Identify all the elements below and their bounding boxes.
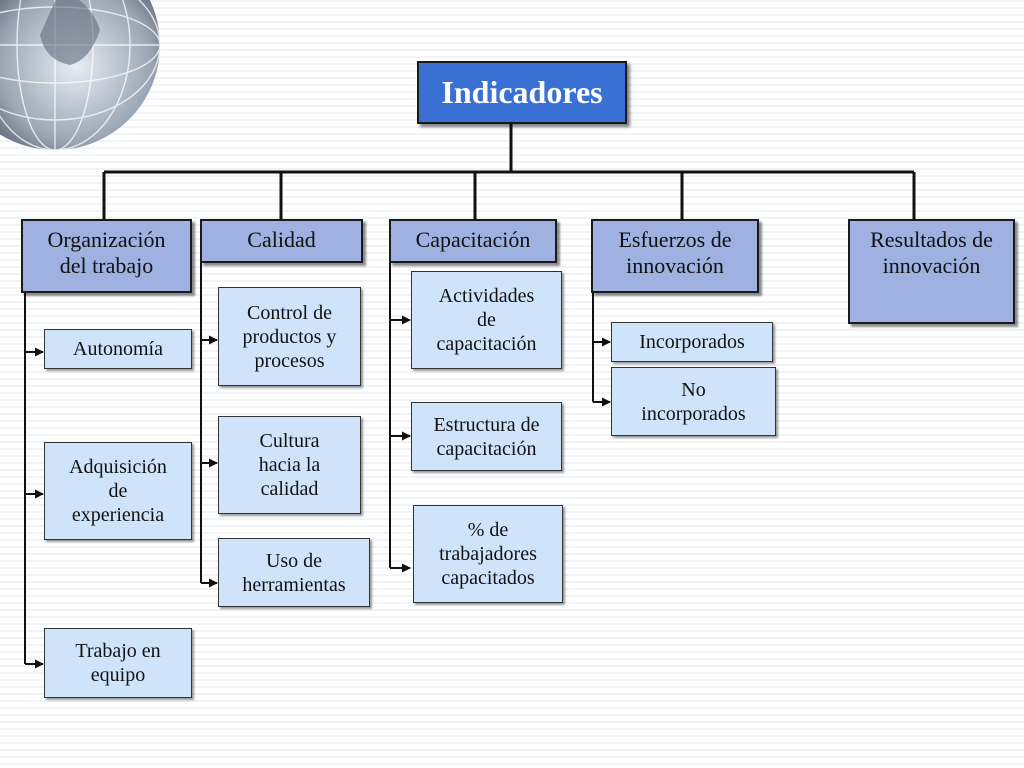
item-estructura-de-capacitacion: Estructura de capacitación xyxy=(411,402,562,471)
item-trabajo-en-equipo: Trabajo en equipo xyxy=(44,628,192,698)
item-no-incorporados: No incorporados xyxy=(611,367,776,436)
item-adquisicion-de-experiencia: Adquisición de experiencia xyxy=(44,442,192,540)
item-uso-de-herramientas: Uso de herramientas xyxy=(218,538,370,607)
item-incorporados: Incorporados xyxy=(611,322,773,362)
category-organizacion-del-trabajo: Organización del trabajo xyxy=(21,219,192,293)
category-resultados-de-innovacion: Resultados de innovación xyxy=(848,219,1015,324)
item-porcentaje-de-trabajadores-capacitados: % de trabajadores capacitados xyxy=(413,505,563,603)
item-control-de-productos-y-procesos: Control de productos y procesos xyxy=(218,287,361,386)
root-node-indicadores: Indicadores xyxy=(417,61,627,124)
item-cultura-hacia-la-calidad: Cultura hacia la calidad xyxy=(218,416,361,514)
item-autonomia: Autonomía xyxy=(44,329,192,369)
globe-icon xyxy=(0,0,161,151)
category-calidad: Calidad xyxy=(200,219,363,263)
category-capacitacion: Capacitación xyxy=(389,219,557,263)
item-actividades-de-capacitacion: Actividades de capacitación xyxy=(411,271,562,369)
category-esfuerzos-de-innovacion: Esfuerzos de innovación xyxy=(591,219,759,293)
